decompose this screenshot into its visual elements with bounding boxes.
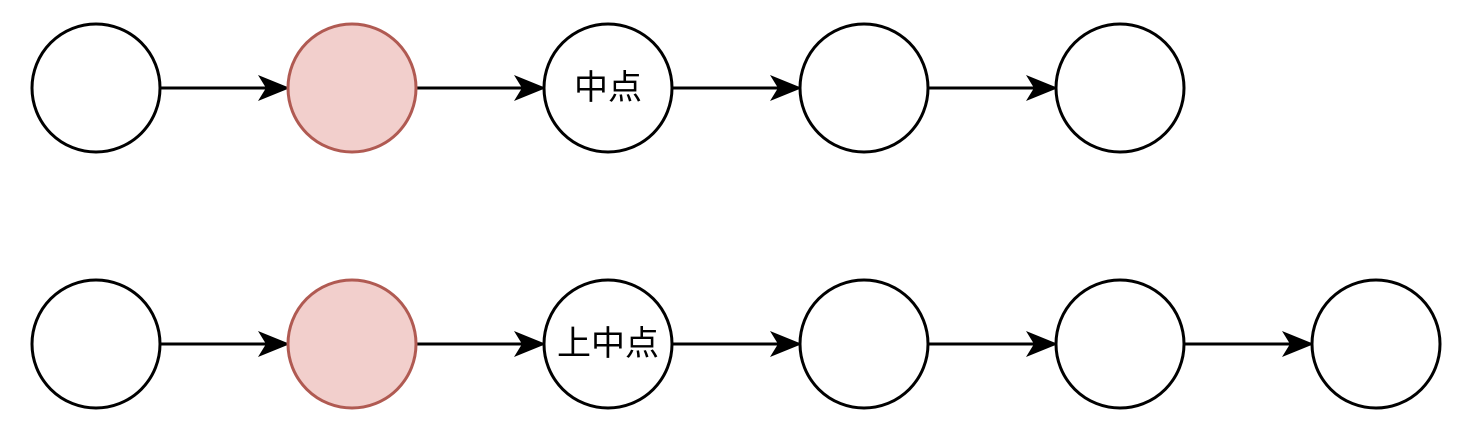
list-node: 中点 — [542, 22, 674, 154]
node-circle — [1054, 22, 1186, 154]
list-node — [30, 22, 162, 154]
node-circle — [1310, 278, 1442, 410]
node-circle — [30, 22, 162, 154]
list-node-highlighted — [286, 22, 418, 154]
list-node — [30, 278, 162, 410]
node-label: 上中点 — [557, 324, 659, 364]
list-node — [1054, 22, 1186, 154]
list-node — [1310, 278, 1442, 410]
node-circle — [30, 278, 162, 410]
list-node-highlighted — [286, 278, 418, 410]
node-circle — [542, 22, 674, 154]
node-circle — [1054, 278, 1186, 410]
list-node — [798, 278, 930, 410]
node-circle — [286, 22, 418, 154]
node-circle — [798, 278, 930, 410]
node-circle — [286, 278, 418, 410]
even-list: 上中点 — [30, 278, 1442, 410]
list-node: 上中点 — [542, 278, 674, 410]
node-circle — [542, 278, 674, 410]
list-node — [798, 22, 930, 154]
node-circle — [798, 22, 930, 154]
odd-list: 中点 — [30, 22, 1186, 154]
list-node — [1054, 278, 1186, 410]
node-label: 中点 — [574, 68, 642, 108]
